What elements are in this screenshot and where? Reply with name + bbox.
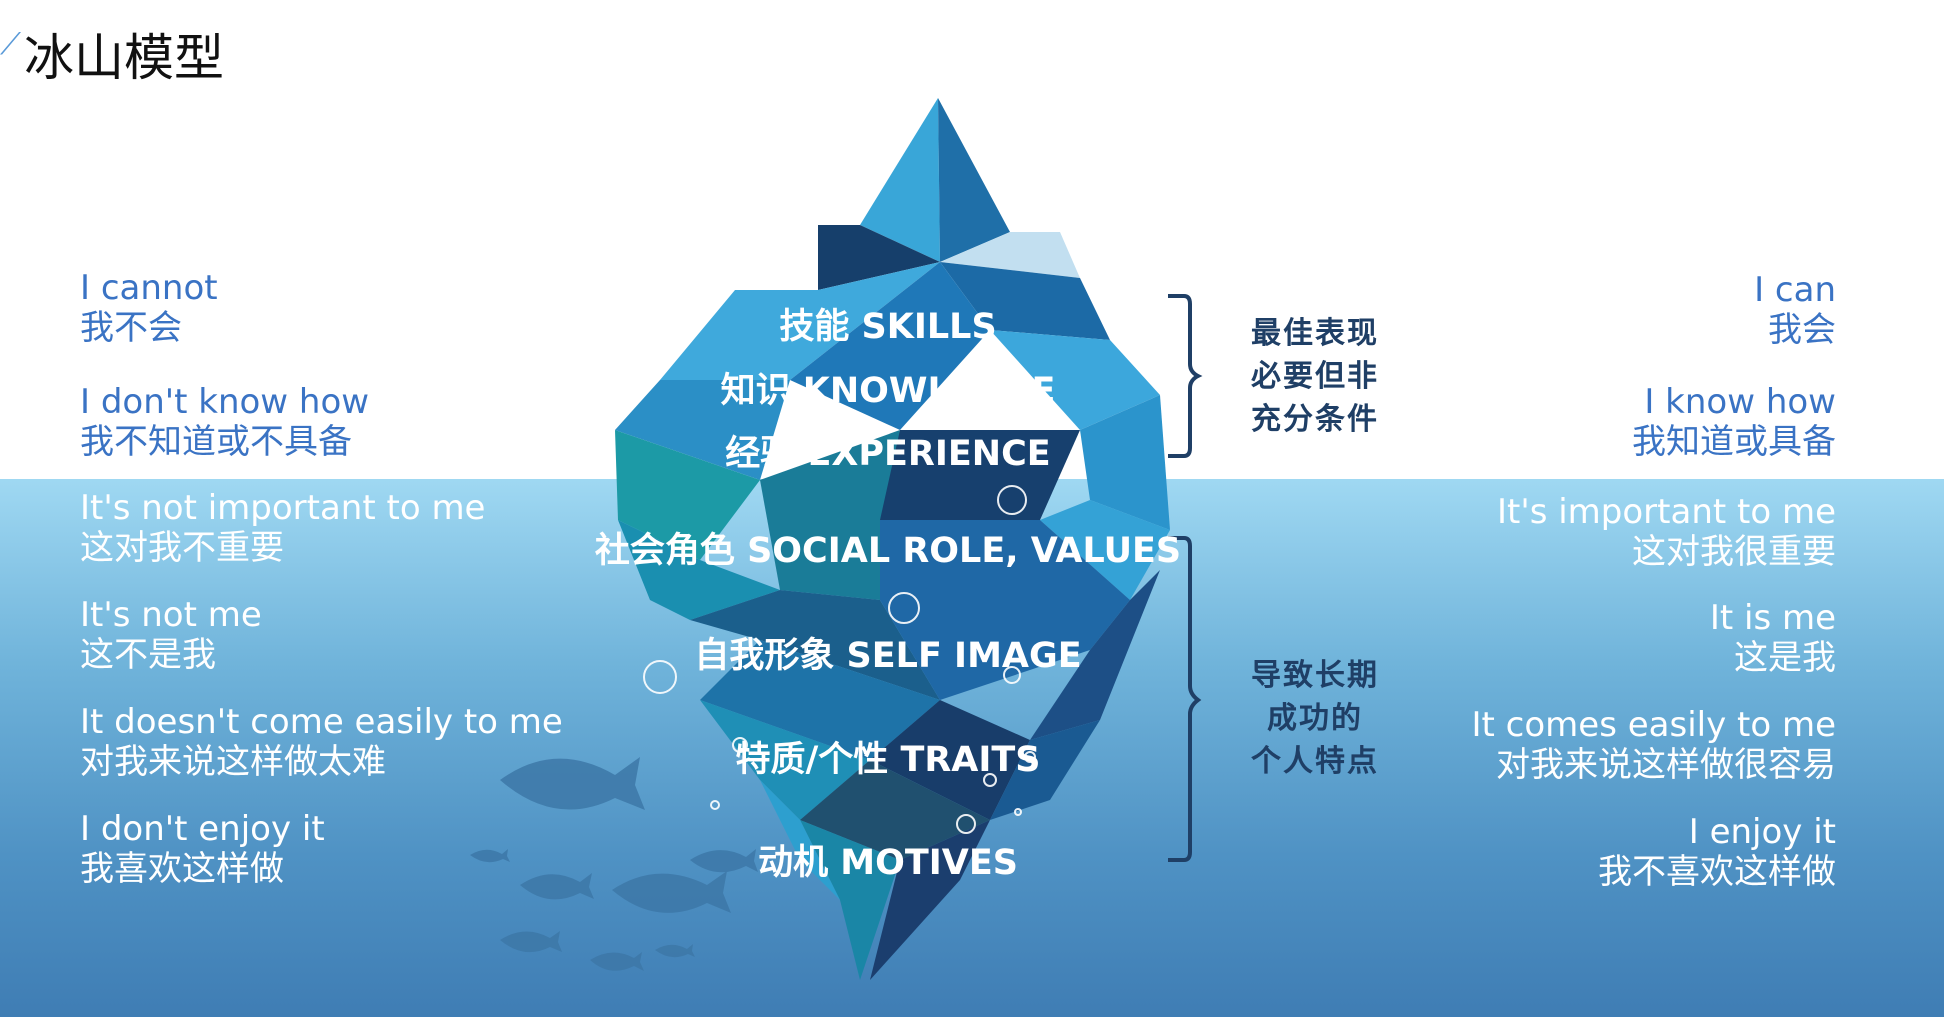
note-lower-line-2: 成功的 xyxy=(1267,701,1363,736)
layer-traits: 特质/个性 TRAITS xyxy=(735,740,1041,780)
right-label-1: I can 我会 xyxy=(1754,270,1836,350)
left-label-3: It's not important to me 这对我不重要 xyxy=(80,488,485,568)
right-label-5-en: It comes easily to me xyxy=(1471,705,1837,745)
left-label-2: I don't know how 我不知道或不具备 xyxy=(80,382,369,462)
layer-skills: 技能 SKILLS xyxy=(779,307,997,347)
left-label-1: I cannot 我不会 xyxy=(80,268,218,348)
layer-motives: 动机 MOTIVES xyxy=(758,843,1018,883)
left-label-6-cn: 我喜欢这样做 xyxy=(80,849,284,889)
left-label-4: It's not me 这不是我 xyxy=(80,595,262,675)
note-upper-line-3: 充分条件 xyxy=(1251,402,1379,437)
left-label-6: I don't enjoy it 我喜欢这样做 xyxy=(80,809,325,889)
right-label-2-en: I know how xyxy=(1644,382,1836,422)
right-label-2-cn: 我知道或具备 xyxy=(1632,422,1836,462)
note-lower: 导致长期 成功的 个人特点 xyxy=(1240,654,1390,783)
left-label-5-cn: 对我来说这样做太难 xyxy=(80,742,386,782)
left-label-6-en: I don't enjoy it xyxy=(80,809,325,849)
right-label-4-en: It is me xyxy=(1709,598,1836,638)
right-label-6-cn: 我不喜欢这样做 xyxy=(1598,852,1836,892)
note-lower-line-3: 个人特点 xyxy=(1251,744,1379,779)
right-label-5: It comes easily to me 对我来说这样做很容易 xyxy=(1472,705,1837,785)
layer-knowledge: 知识 KNOWLEDGE xyxy=(720,371,1056,411)
right-label-1-cn: 我会 xyxy=(1768,310,1836,350)
right-label-4-cn: 这是我 xyxy=(1734,638,1836,678)
note-upper-line-2: 必要但非 xyxy=(1251,359,1379,394)
right-label-6: I enjoy it 我不喜欢这样做 xyxy=(1598,812,1836,892)
layer-self-image: 自我形象 SELF IMAGE xyxy=(694,636,1082,676)
layer-experience: 经验 EXPERIENCE xyxy=(725,434,1051,474)
left-label-2-en: I don't know how xyxy=(80,382,370,422)
right-label-3-cn: 这对我很重要 xyxy=(1632,532,1836,572)
right-label-4: It is me 这是我 xyxy=(1710,598,1836,678)
note-upper-line-1: 最佳表现 xyxy=(1251,316,1379,351)
left-label-3-en: It's not important to me xyxy=(80,488,486,528)
right-label-5-cn: 对我来说这样做很容易 xyxy=(1496,745,1836,785)
left-label-3-cn: 这对我不重要 xyxy=(80,528,284,568)
right-label-3: It's important to me 这对我很重要 xyxy=(1497,492,1836,572)
left-label-1-cn: 我不会 xyxy=(80,308,182,348)
left-label-1-en: I cannot xyxy=(80,268,218,308)
left-label-4-cn: 这不是我 xyxy=(80,635,216,675)
left-label-5-en: It doesn't come easily to me xyxy=(80,702,563,742)
layer-social-role: 社会角色 SOCIAL ROLE, VALUES xyxy=(594,531,1182,571)
page-title: 冰山模型 xyxy=(24,29,224,87)
left-label-4-en: It's not me xyxy=(80,595,262,635)
note-lower-line-1: 导致长期 xyxy=(1251,658,1379,693)
right-label-3-en: It's important to me xyxy=(1497,492,1836,532)
left-label-2-cn: 我不知道或不具备 xyxy=(80,422,352,462)
left-label-5: It doesn't come easily to me 对我来说这样做太难 xyxy=(80,702,563,782)
right-label-1-en: I can xyxy=(1754,270,1836,310)
note-upper: 最佳表现 必要但非 充分条件 xyxy=(1240,312,1390,441)
right-label-6-en: I enjoy it xyxy=(1688,812,1836,852)
right-label-2: I know how 我知道或具备 xyxy=(1632,382,1836,462)
